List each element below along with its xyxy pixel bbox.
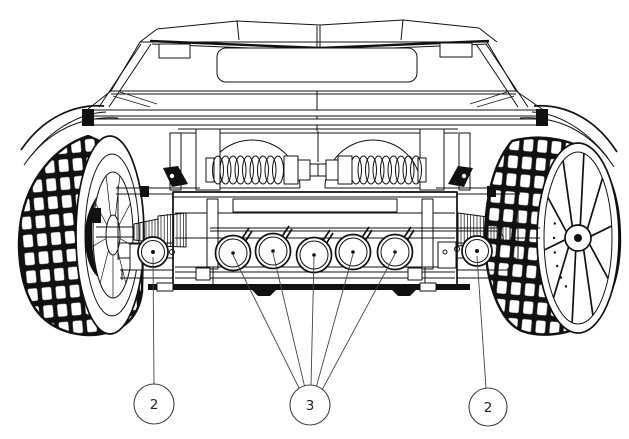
right-bellcrank bbox=[448, 166, 473, 187]
left-brake-caliper bbox=[92, 208, 101, 223]
rear-window-glass bbox=[216, 47, 418, 83]
right-wheel bbox=[483, 136, 622, 336]
right-rim-lug-dots bbox=[552, 222, 568, 288]
callout-2-right-label: 2 bbox=[484, 400, 493, 416]
leader-right-2 bbox=[476, 255, 487, 389]
right-wheel-spokes bbox=[543, 153, 613, 323]
right-wheel-hub bbox=[564, 224, 592, 252]
left-wheel bbox=[17, 134, 145, 337]
leader-3d bbox=[315, 253, 354, 389]
leader-3b bbox=[272, 252, 306, 389]
right-coilover-spring bbox=[317, 155, 473, 187]
body-cross-rails bbox=[82, 109, 548, 134]
right-roof-vent bbox=[439, 42, 473, 58]
silencer-1 bbox=[214, 227, 253, 272]
left-tire-sidewall bbox=[75, 135, 145, 335]
left-bellcrank bbox=[163, 166, 188, 187]
right-driveshaft-damper bbox=[437, 212, 540, 269]
left-c-pillar bbox=[98, 43, 152, 108]
subframe-bottom-bar bbox=[148, 284, 470, 290]
leader-lines bbox=[152, 252, 487, 391]
rear-window-panel bbox=[87, 26, 543, 131]
right-fender bbox=[519, 104, 618, 168]
silencer-2 bbox=[254, 225, 293, 270]
leader-3c bbox=[310, 256, 315, 386]
right-damper-body bbox=[337, 155, 353, 185]
silencer-5 bbox=[376, 226, 415, 271]
silencer-bank bbox=[214, 225, 415, 274]
leader-3a bbox=[232, 254, 301, 391]
callout-3-center: 3 bbox=[289, 384, 331, 426]
callout-2-left: 2 bbox=[133, 383, 175, 425]
left-wheel-hub bbox=[105, 214, 121, 256]
silencer-4 bbox=[334, 226, 373, 271]
leader-3e bbox=[321, 253, 396, 391]
left-fender bbox=[20, 104, 119, 166]
right-wheel-rim bbox=[543, 151, 613, 325]
left-damper-body bbox=[283, 155, 299, 185]
callout-3-center-label: 3 bbox=[306, 398, 315, 414]
right-c-pillar bbox=[475, 43, 529, 108]
left-driveshaft-damper bbox=[96, 212, 187, 271]
callout-2-left-label: 2 bbox=[150, 397, 159, 413]
leader-left-2 bbox=[152, 256, 155, 385]
left-coilover-spring bbox=[163, 155, 319, 187]
left-brake-disc bbox=[84, 196, 98, 277]
left-roof-vent bbox=[158, 43, 191, 59]
callout-2-right: 2 bbox=[468, 387, 508, 427]
